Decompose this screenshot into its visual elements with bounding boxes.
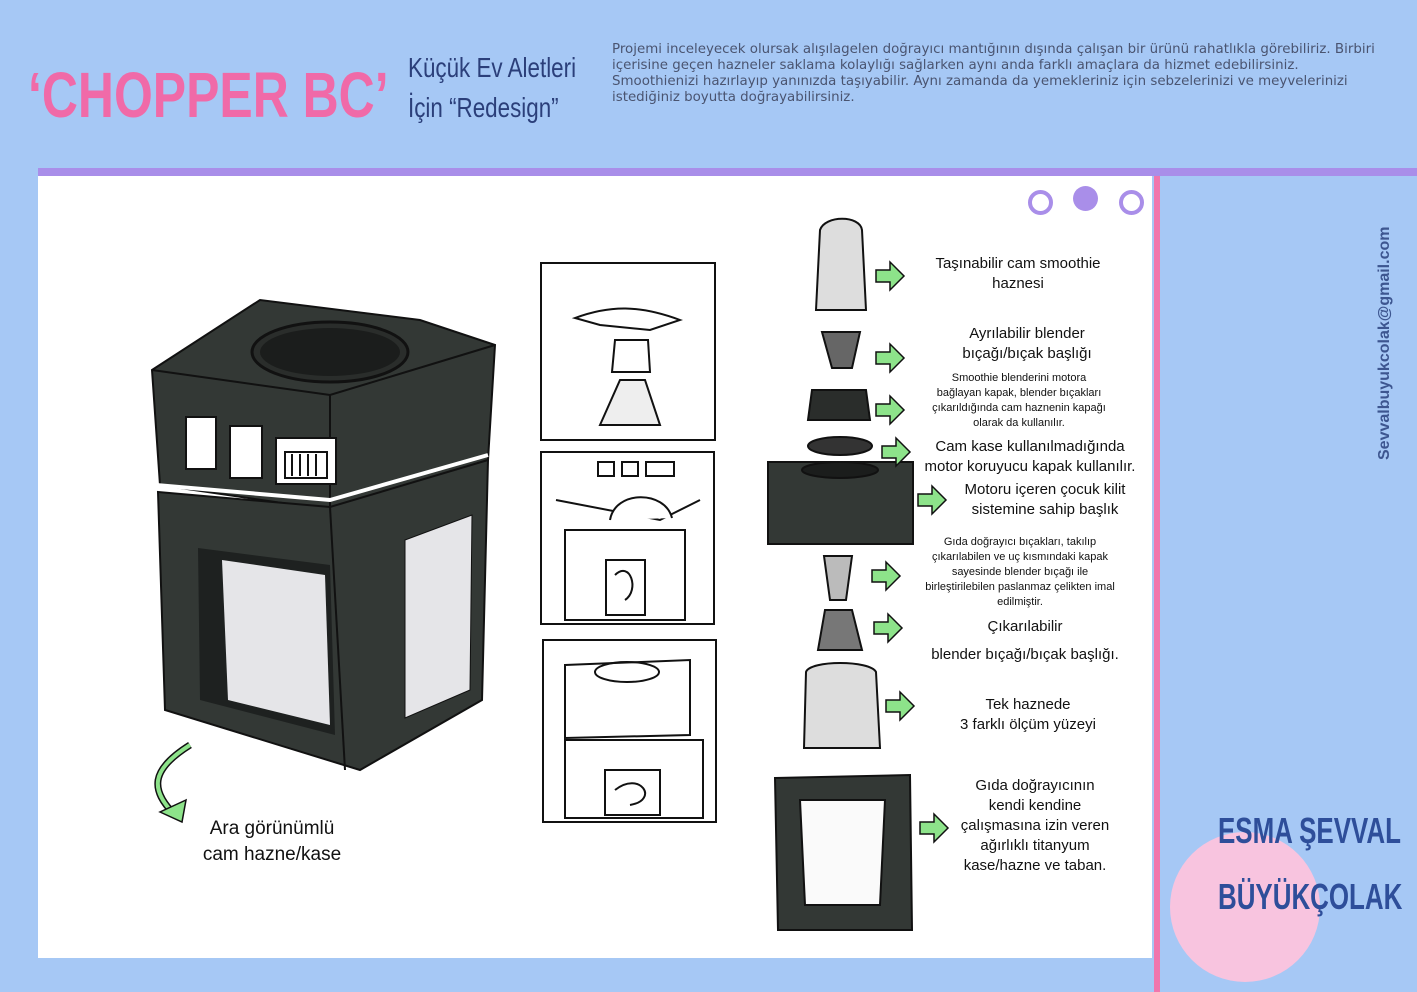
label-line: edilmiştir. (997, 596, 1043, 608)
subtitle-line-1: Küçük Ev Aletleri (408, 52, 577, 83)
callout-arrows (871, 260, 950, 844)
part-label-motor-lid: Smoothie blenderini motora bağlayan kapa… (904, 371, 1134, 431)
label-line: 3 farklı ölçüm yüzeyi (960, 716, 1096, 733)
label-line: çalışmasına izin veren (960, 817, 1110, 834)
contact-email[interactable]: Sevvalbuyukcolak@gmail.com (1376, 226, 1393, 460)
caption-line: Ara görünümlü (209, 818, 335, 839)
label-line: olarak da kullanılır. (973, 417, 1065, 429)
author-name-line-2: BÜYÜKÇOLAK (1218, 876, 1403, 917)
usage-storyboard (540, 262, 717, 823)
label-line: Gıda doğrayıcı bıçakları, takılıp (943, 536, 1097, 548)
part-label-blender-blade: Ayrılabilir blender bıçağı/bıçak başlığı (912, 324, 1142, 364)
label-line: çıkarılabilen ve uç kısmındaki kapak (931, 551, 1109, 563)
part-label-titanium-bowl: Gıda doğrayıcının kendi kendine çalışmas… (940, 776, 1130, 876)
label-line: kendi kendine (988, 797, 1082, 814)
label-line: Gıda doğrayıcının (975, 777, 1095, 794)
label-line: bıçağı/bıçak başlığı (962, 345, 1092, 362)
label-line: haznesi (992, 275, 1044, 292)
label-line: kase/hazne ve taban. (963, 857, 1107, 874)
main-device-illustration (150, 298, 497, 824)
page-subtitle: Küçük Ev Aletleri İçin “Redesign” (408, 48, 576, 128)
part-label-smoothie-container: Taşınabilir cam smoothie haznesi (898, 254, 1138, 294)
caption-line: cam hazne/kase (202, 844, 342, 865)
subtitle-line-2: İçin “Redesign” (408, 92, 559, 123)
label-line: çıkarıldığında cam haznenin kapağı (932, 402, 1106, 414)
top-divider (38, 168, 1417, 176)
exploded-parts (767, 217, 914, 931)
part-label-chopper-blades: Gıda doğrayıcı bıçakları, takılıp çıkarı… (900, 535, 1140, 610)
label-line: sayesinde blender bıçağı ile (951, 566, 1089, 578)
part-label-removable-blade: Çıkarılabilir blender bıçağı/bıçak başlı… (915, 617, 1135, 665)
main-view-caption: Ara görünümlü cam hazne/kase (182, 816, 362, 868)
part-label-motor-head: Motoru içeren çocuk kilit sistemine sahi… (935, 480, 1155, 520)
page-title: ‘CHOPPER BC’ (28, 59, 389, 131)
label-line: Smoothie blenderini motora (951, 372, 1087, 384)
dot-ring-right-icon (1119, 190, 1144, 215)
label-line: ağırlıklı titanyum (980, 837, 1090, 854)
project-description: Projemi inceleyecek olursak alışılagelen… (612, 42, 1375, 105)
dot-filled-icon (1073, 186, 1098, 211)
label-line (915, 637, 1135, 645)
label-line: blender bıçağı/bıçak başlığı. (931, 646, 1119, 663)
label-line: sistemine sahip başlık (971, 501, 1119, 518)
label-line: Ayrılabilir blender (969, 325, 1085, 342)
part-label-protective-lid: Cam kase kullanılmadığında motor koruyuc… (915, 437, 1145, 477)
label-line: motor koruyucu kapak kullanılır. (924, 458, 1136, 475)
label-line: Tek haznede (985, 696, 1071, 713)
part-label-measuring-container: Tek haznede 3 farklı ölçüm yüzeyi (928, 695, 1128, 735)
vertical-divider (1154, 176, 1160, 992)
dot-ring-left-icon (1028, 190, 1053, 215)
label-line: birleştirilebilen paslanmaz çelikten ima… (925, 581, 1115, 593)
label-line: bağlayan kapak, blender bıçakları (936, 387, 1102, 399)
label-line: Cam kase kullanılmadığında (935, 438, 1125, 455)
decorative-circle (1170, 832, 1320, 982)
author-name-line-1: ESMA ŞEVVAL (1218, 810, 1401, 851)
label-line: Taşınabilir cam smoothie (935, 255, 1101, 272)
label-line: Çıkarılabilir (987, 618, 1063, 635)
label-line: Motoru içeren çocuk kilit (964, 481, 1126, 498)
